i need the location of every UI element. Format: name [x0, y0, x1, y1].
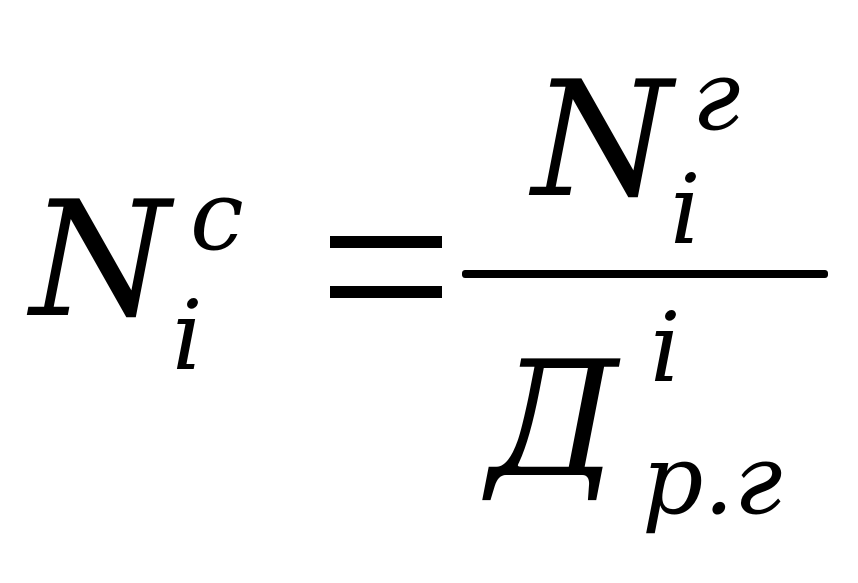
numerator-subscript: i: [670, 154, 701, 266]
lhs-subscript: i: [172, 280, 203, 392]
equals-sign-top-bar: [330, 236, 442, 248]
equals-sign-bottom-bar: [330, 286, 442, 298]
fraction-bar: [462, 270, 828, 278]
numerator-superscript: г: [692, 40, 741, 152]
denominator-superscript: i: [650, 292, 681, 404]
denominator-subscript: р.г: [642, 424, 783, 536]
denominator-base-symbol: Д: [488, 326, 619, 513]
numerator-base-symbol: N: [532, 46, 672, 233]
lhs-superscript: с: [190, 160, 244, 272]
lhs-base-symbol: N: [30, 166, 170, 353]
